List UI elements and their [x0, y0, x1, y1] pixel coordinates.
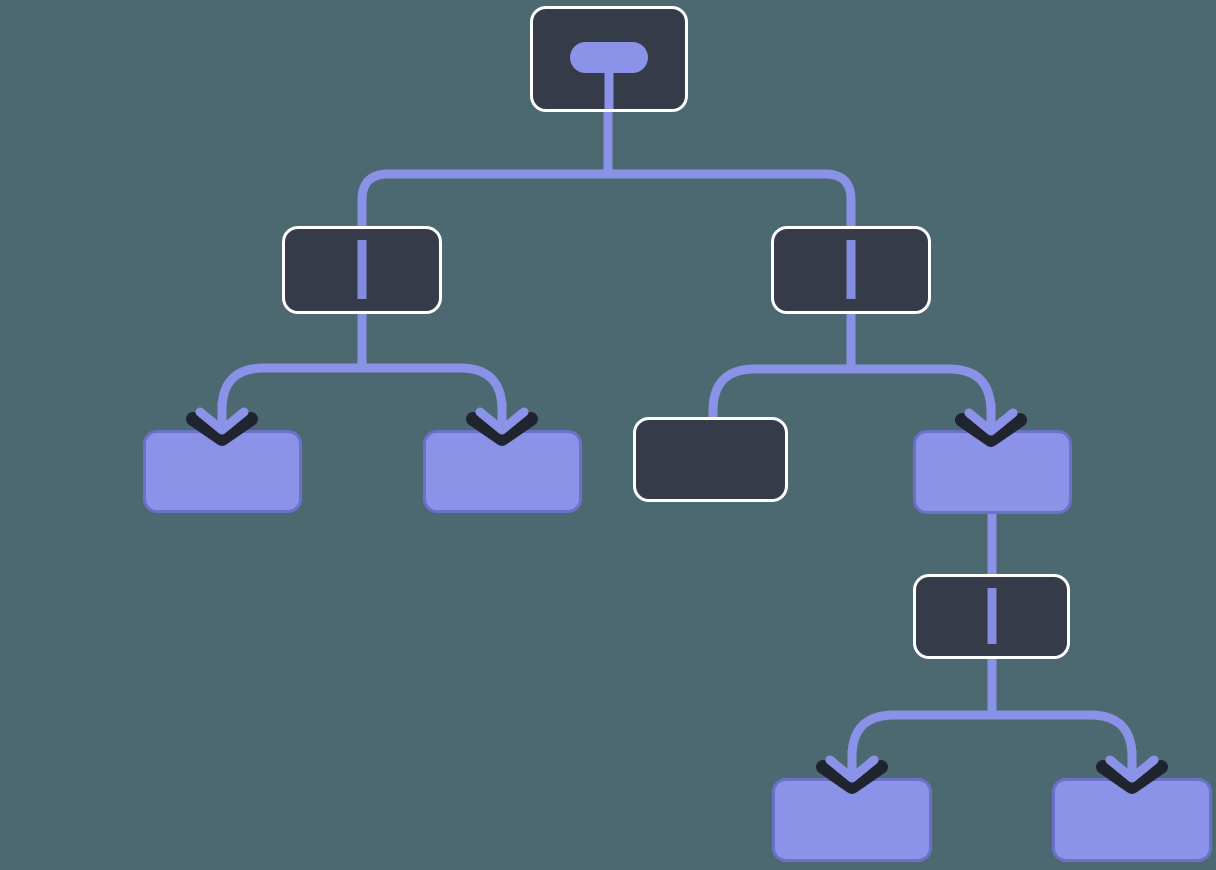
tree-node-leaf-c[interactable]: [913, 430, 1072, 514]
tree-node-branch-right[interactable]: [771, 226, 931, 314]
node-inner-bar: [987, 588, 996, 644]
tree-node-plain-dark[interactable]: [633, 417, 788, 502]
tree-node-branch-left[interactable]: [282, 226, 442, 314]
tree-node-leaf-d[interactable]: [772, 778, 932, 862]
node-inner-bar: [846, 240, 856, 299]
node-inner-bar: [357, 240, 367, 299]
root-pill-handle: [570, 42, 648, 73]
tree-node-leaf-a[interactable]: [143, 430, 302, 513]
tree-node-root[interactable]: [530, 6, 688, 112]
tree-node-branch-bottom[interactable]: [913, 574, 1070, 659]
tree-node-leaf-e[interactable]: [1052, 778, 1212, 862]
tree-node-leaf-b[interactable]: [423, 430, 582, 513]
root-pill-stem: [604, 69, 614, 109]
